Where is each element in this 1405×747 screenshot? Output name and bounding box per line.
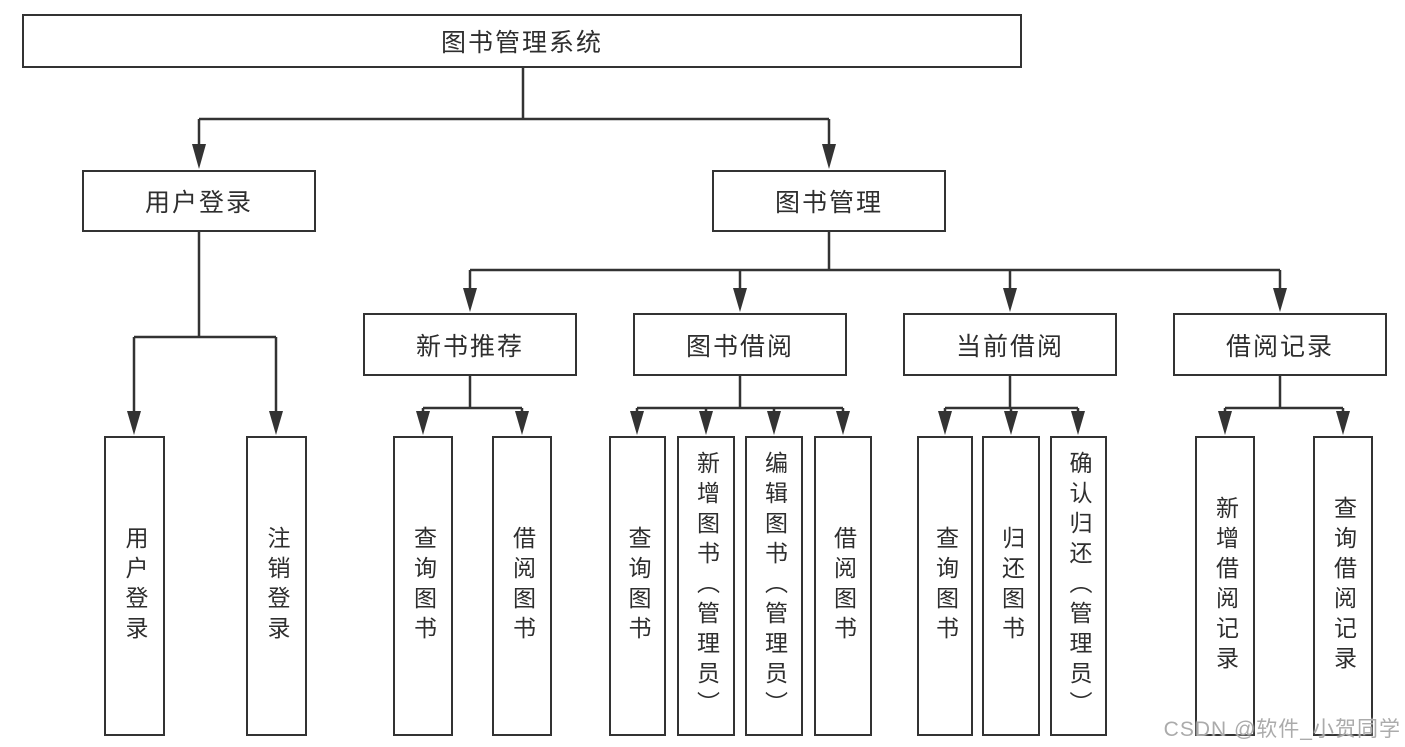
node-book-borrow-label: 图书借阅 bbox=[685, 332, 794, 361]
leaf-br-query-record: 查询借阅记录 bbox=[1313, 436, 1373, 736]
leaf-nbr-query-books: 查询图书 bbox=[393, 436, 453, 736]
leaf-cb-confirm-return-admin: 确认归还（管理员） bbox=[1050, 436, 1107, 736]
node-book-management-label: 图书管理 bbox=[774, 189, 883, 217]
node-user-login: 用户登录 bbox=[82, 170, 316, 232]
leaf-nbr-borrow-books-label: 借阅图书 bbox=[509, 526, 536, 646]
node-user-login-label: 用户登录 bbox=[144, 189, 253, 217]
csdn-watermark: CSDN @软件_小贺同学 bbox=[1163, 718, 1401, 741]
arrowheads bbox=[127, 144, 1350, 435]
leaf-nbr-borrow-books: 借阅图书 bbox=[492, 436, 552, 736]
leaf-bb-edit-books-admin-label: 编辑图书（管理员） bbox=[761, 451, 788, 721]
leaf-cb-return-books: 归还图书 bbox=[982, 436, 1040, 736]
leaf-bb-borrow-books: 借阅图书 bbox=[814, 436, 872, 736]
leaf-logout: 注销登录 bbox=[246, 436, 307, 736]
node-borrow-records-label: 借阅记录 bbox=[1225, 332, 1334, 361]
node-new-book-recommend-label: 新书推荐 bbox=[415, 332, 524, 361]
leaf-user-login: 用户登录 bbox=[104, 436, 165, 736]
node-borrow-records: 借阅记录 bbox=[1173, 313, 1387, 376]
leaf-br-add-record: 新增借阅记录 bbox=[1195, 436, 1255, 736]
leaf-bb-add-books-admin: 新增图书（管理员） bbox=[677, 436, 735, 736]
node-book-borrow: 图书借阅 bbox=[633, 313, 847, 376]
node-root-system-label: 图书管理系统 bbox=[440, 29, 603, 57]
leaf-nbr-query-books-label: 查询图书 bbox=[410, 526, 437, 646]
leaf-bb-add-books-admin-label: 新增图书（管理员） bbox=[693, 451, 720, 721]
leaf-br-add-record-label: 新增借阅记录 bbox=[1212, 496, 1239, 676]
leaf-bb-borrow-books-label: 借阅图书 bbox=[830, 526, 857, 646]
leaf-logout-label: 注销登录 bbox=[264, 526, 290, 646]
leaf-bb-query-books: 查询图书 bbox=[609, 436, 666, 736]
leaf-br-query-record-label: 查询借阅记录 bbox=[1330, 496, 1357, 676]
leaf-cb-query-books-label: 查询图书 bbox=[932, 526, 959, 646]
node-book-management: 图书管理 bbox=[712, 170, 946, 232]
leaf-cb-confirm-return-admin-label: 确认归还（管理员） bbox=[1066, 451, 1092, 721]
leaf-bb-query-books-label: 查询图书 bbox=[625, 526, 651, 646]
node-current-borrow: 当前借阅 bbox=[903, 313, 1117, 376]
leaf-user-login-label: 用户登录 bbox=[122, 526, 148, 646]
leaf-bb-edit-books-admin: 编辑图书（管理员） bbox=[745, 436, 803, 736]
leaf-cb-return-books-label: 归还图书 bbox=[998, 526, 1025, 646]
node-current-borrow-label: 当前借阅 bbox=[955, 332, 1064, 361]
leaf-cb-query-books: 查询图书 bbox=[917, 436, 973, 736]
node-root-system: 图书管理系统 bbox=[22, 14, 1022, 68]
node-new-book-recommend: 新书推荐 bbox=[363, 313, 577, 376]
